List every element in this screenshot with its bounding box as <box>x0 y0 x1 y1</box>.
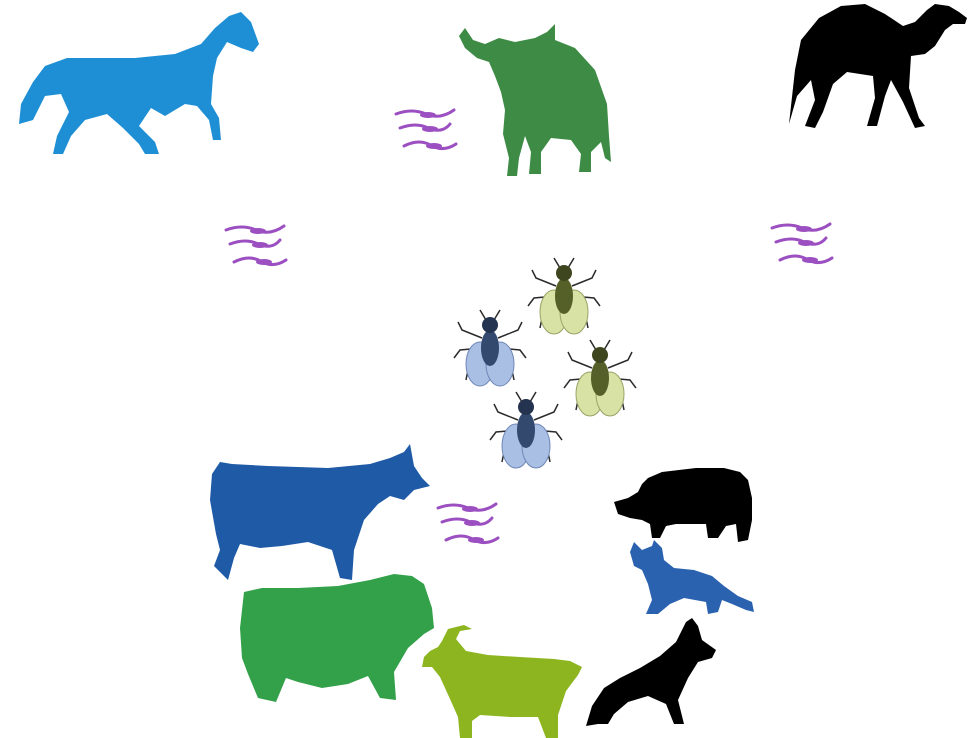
fly-icon <box>452 308 528 390</box>
goat-silhouette-icon <box>420 625 585 738</box>
cat-silhouette-icon <box>628 540 756 615</box>
cow-silhouette-icon <box>208 440 432 582</box>
bull-silhouette-icon <box>238 572 436 704</box>
fly-icon <box>488 390 564 472</box>
trypanosome-cluster-icon <box>434 500 506 552</box>
fly-icon <box>562 338 638 420</box>
trypanosome-cluster-icon <box>222 222 294 274</box>
camel-silhouette-icon <box>785 0 970 130</box>
trypanosome-cluster-icon <box>768 220 840 272</box>
horse-silhouette-icon <box>15 8 260 158</box>
dog-silhouette-icon <box>584 618 718 728</box>
water-buffalo-silhouette-icon <box>455 18 615 178</box>
trypanosome-cluster-icon <box>392 106 464 158</box>
fly-icon <box>526 256 602 338</box>
pig-silhouette-icon <box>612 462 754 544</box>
